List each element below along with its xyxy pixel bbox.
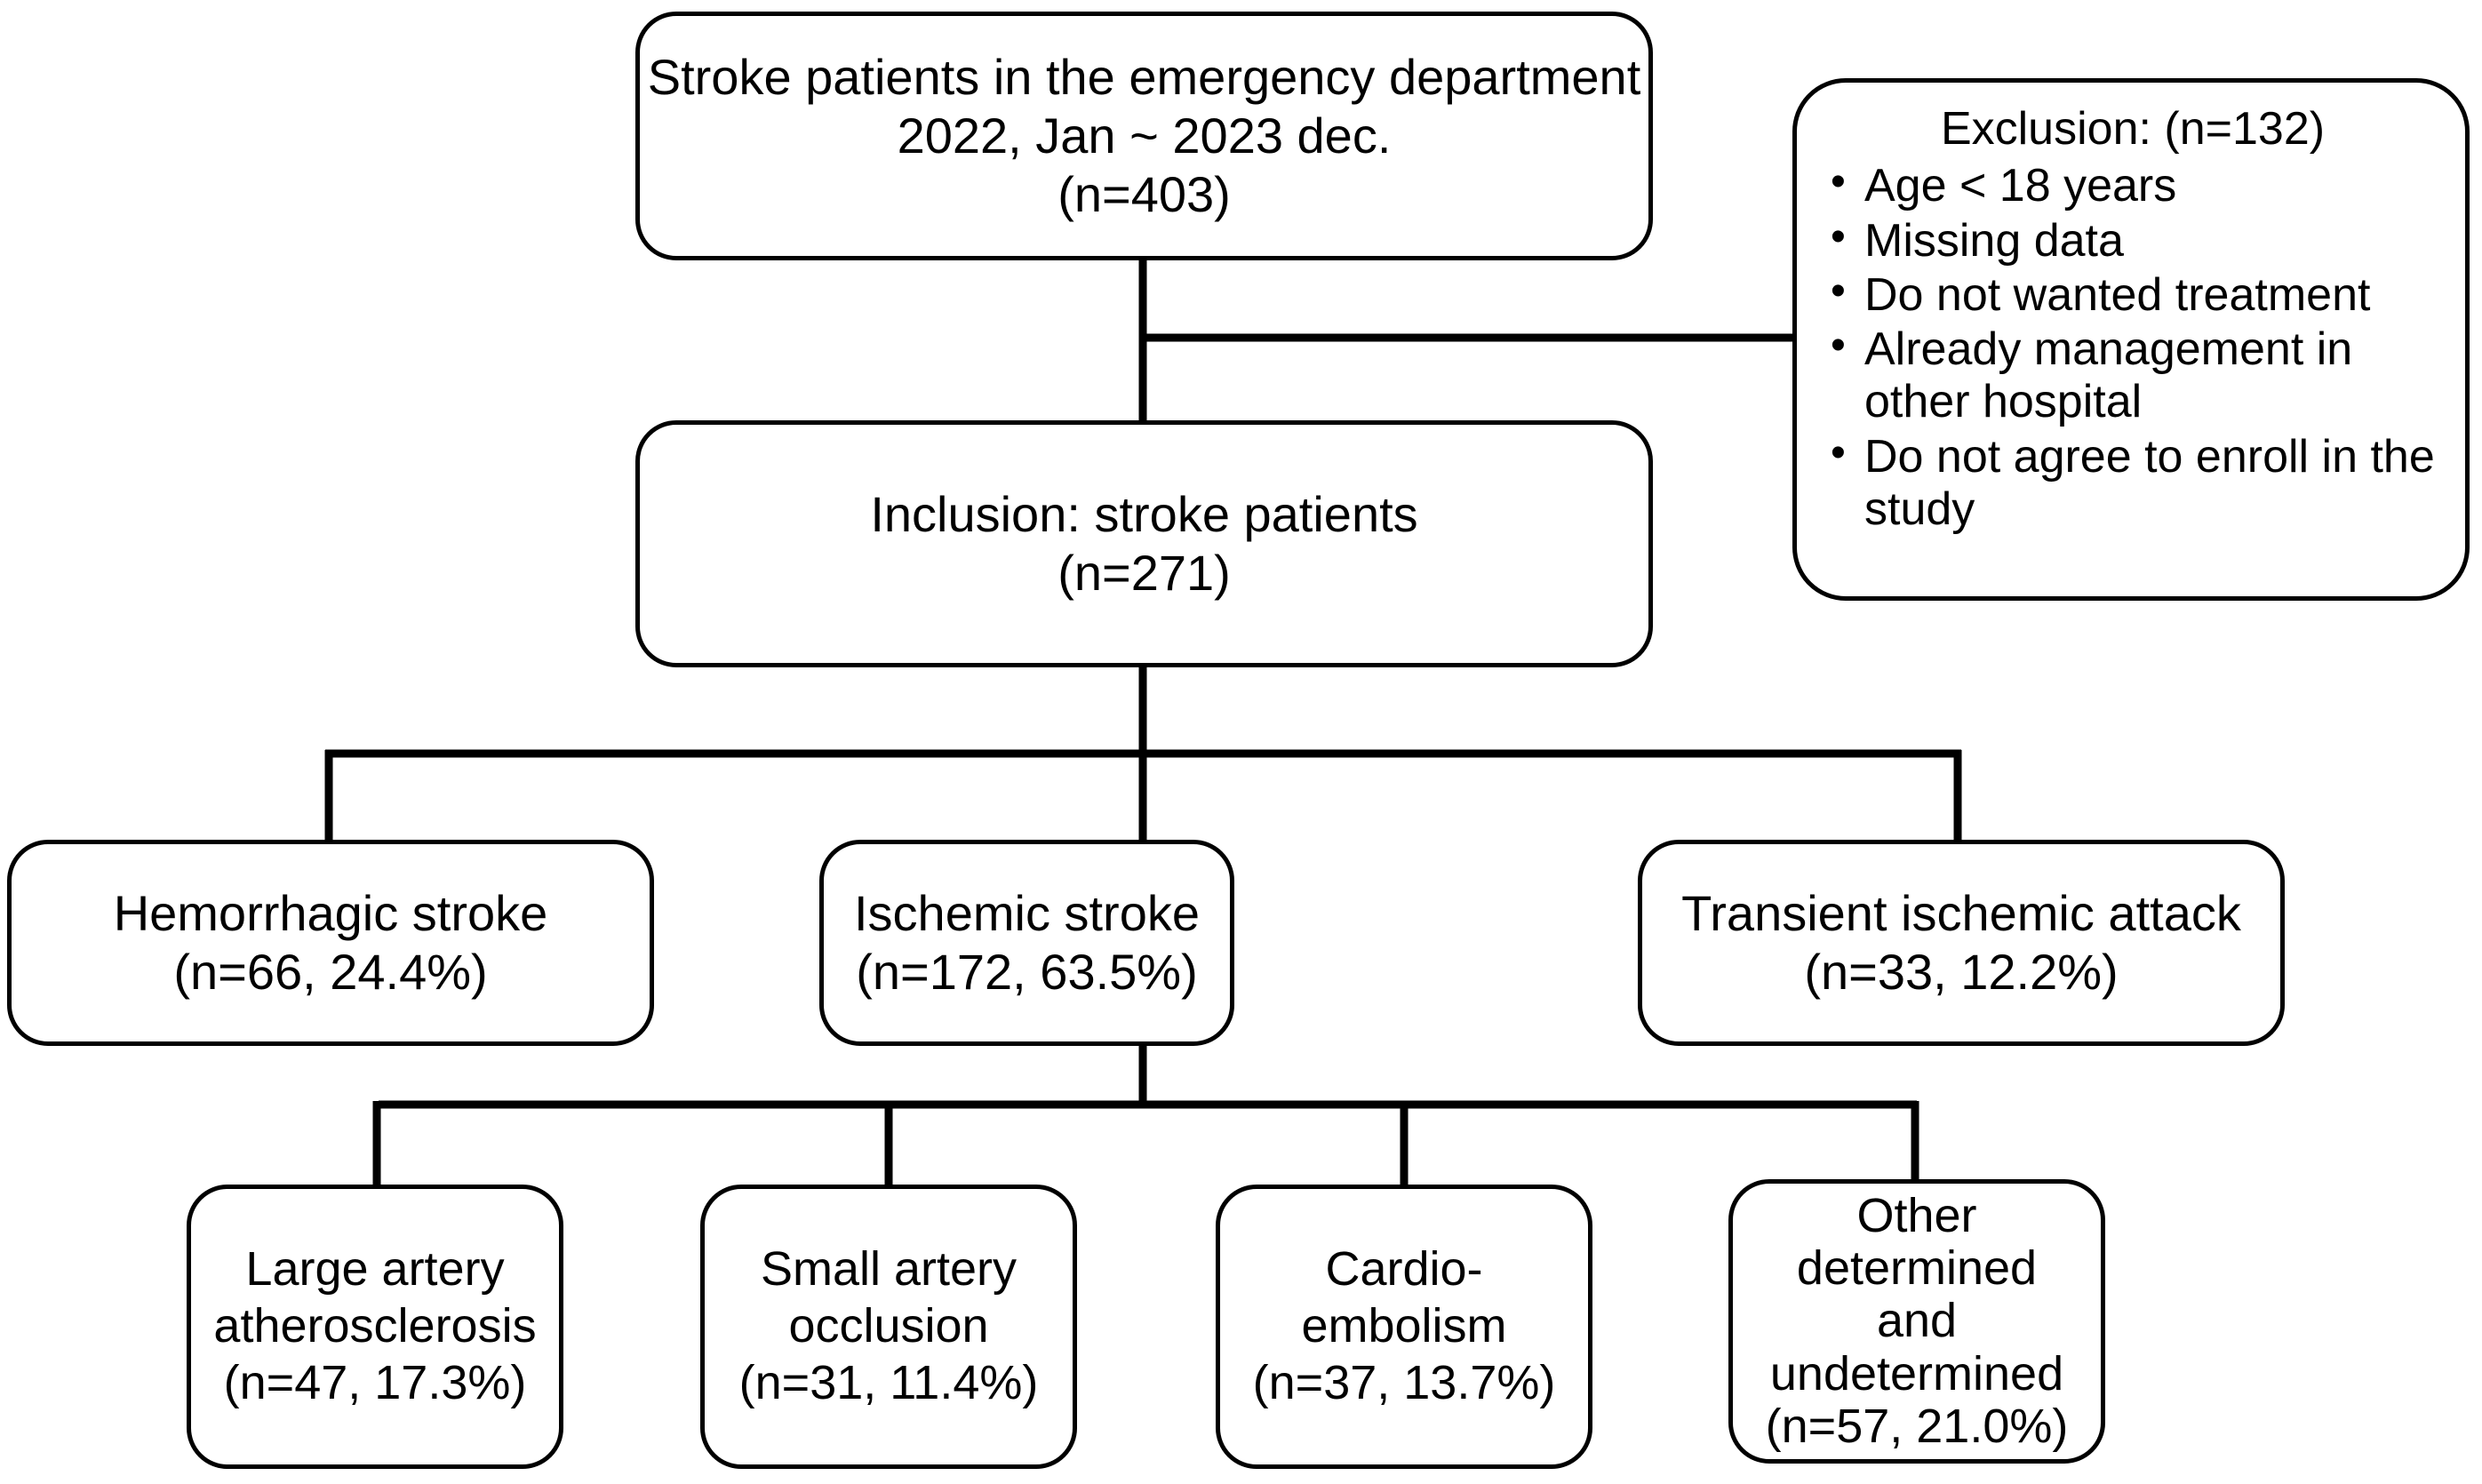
other-count: (n=57, 21.0%): [1765, 1400, 2069, 1454]
small-artery-label-1: Small artery: [760, 1242, 1018, 1297]
node-transient-ischemic-attack: Transient ischemic attack (n=33, 12.2%): [1638, 840, 2285, 1046]
source-line-2: 2022, Jan ~ 2023 dec.: [897, 107, 1392, 164]
inclusion-line-1: Inclusion: stroke patients: [870, 485, 1418, 542]
other-label-3: and: [1876, 1294, 1958, 1348]
exclusion-item: Age < 18 years: [1824, 158, 2442, 212]
node-source-population: Stroke patients in the emergency departm…: [635, 12, 1653, 260]
exclusion-item: Do not wanted treatment: [1824, 267, 2442, 322]
node-inclusion: Inclusion: stroke patients (n=271): [635, 420, 1653, 667]
hemorrhagic-count: (n=66, 24.4%): [173, 944, 488, 1000]
tia-label: Transient ischemic attack: [1681, 884, 2241, 941]
node-hemorrhagic-stroke: Hemorrhagic stroke (n=66, 24.4%): [7, 840, 654, 1046]
ischemic-count: (n=172, 63.5%): [856, 944, 1198, 1000]
small-artery-count: (n=31, 11.4%): [738, 1355, 1039, 1409]
other-label-1: Other: [1856, 1188, 1977, 1242]
inclusion-line-2: (n=271): [1057, 545, 1231, 601]
cardio-embolism-label-1: Cardio-: [1325, 1242, 1483, 1297]
exclusion-title: Exclusion: (n=132): [1940, 103, 2326, 155]
large-artery-count: (n=47, 17.3%): [223, 1355, 527, 1409]
node-other-and-undetermined: Other determined and undetermined (n=57,…: [1728, 1179, 2105, 1464]
exclusion-criteria-list: Age < 18 years Missing data Do not wante…: [1824, 158, 2442, 538]
other-label-2: determined: [1796, 1241, 2038, 1295]
node-large-artery-atherosclerosis: Large artery atherosclerosis (n=47, 17.3…: [187, 1185, 563, 1469]
cardio-embolism-label-2: embolism: [1301, 1299, 1507, 1353]
other-label-4: undetermined: [1769, 1346, 2064, 1400]
large-artery-label-1: Large artery: [245, 1242, 505, 1297]
ischemic-label: Ischemic stroke: [854, 884, 1200, 941]
exclusion-item: Missing data: [1824, 213, 2442, 267]
hemorrhagic-label: Hemorrhagic stroke: [113, 884, 548, 941]
node-exclusion: Exclusion: (n=132) Age < 18 years Missin…: [1792, 78, 2470, 601]
tia-count: (n=33, 12.2%): [1804, 944, 2119, 1000]
source-line-3: (n=403): [1057, 166, 1231, 223]
source-line-1: Stroke patients in the emergency departm…: [647, 48, 1641, 105]
node-cardio-embolism: Cardio- embolism (n=37, 13.7%): [1216, 1185, 1592, 1469]
node-ischemic-stroke: Ischemic stroke (n=172, 63.5%): [819, 840, 1234, 1046]
exclusion-item: Do not agree to enroll in the study: [1824, 429, 2442, 537]
node-small-artery-occlusion: Small artery occlusion (n=31, 11.4%): [700, 1185, 1077, 1469]
cardio-embolism-count: (n=37, 13.7%): [1252, 1355, 1556, 1409]
large-artery-label-2: atherosclerosis: [213, 1299, 537, 1353]
small-artery-label-2: occlusion: [788, 1299, 989, 1353]
exclusion-item: Already management in other hospital: [1824, 322, 2442, 429]
